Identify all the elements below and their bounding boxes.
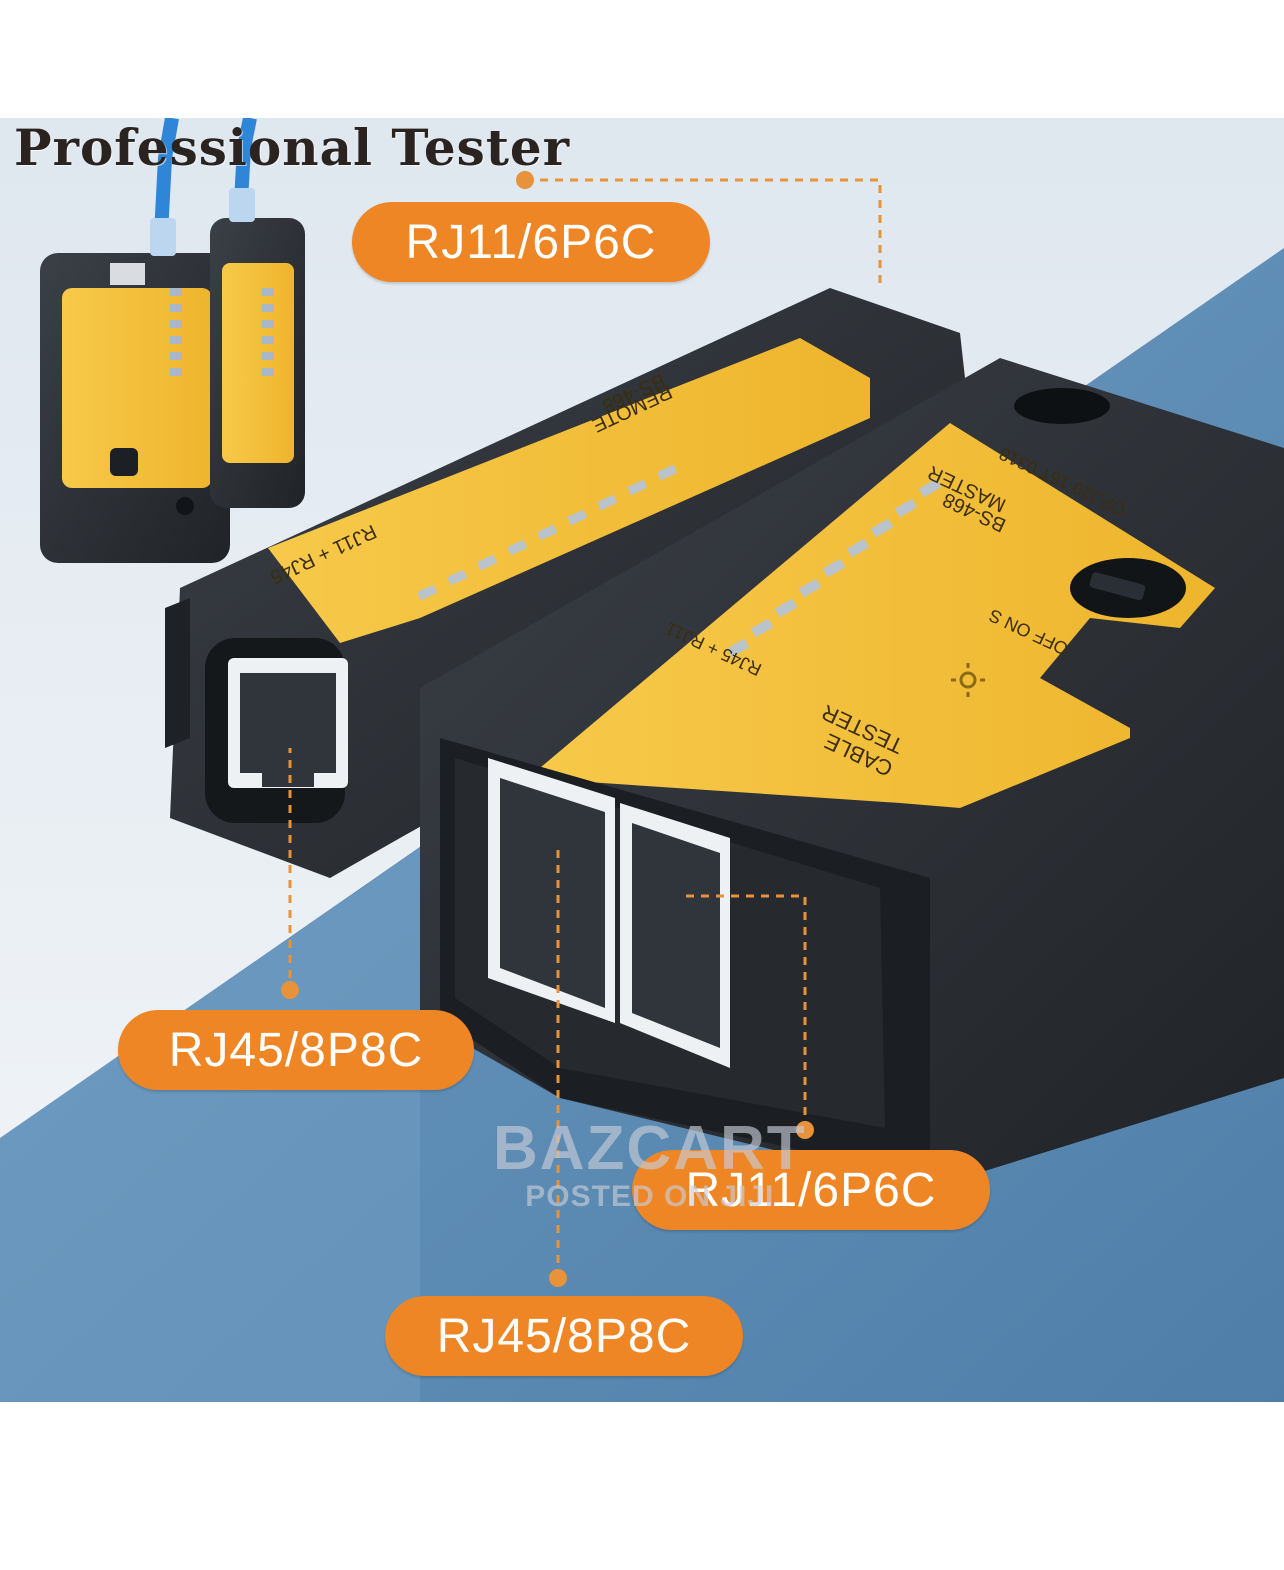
callout-lines <box>288 178 882 1278</box>
sun-icon <box>951 663 985 697</box>
watermark: BAZCART POSTED ON JIJI <box>493 1118 807 1214</box>
master-led-strip <box>726 478 942 658</box>
master-yellow-panel <box>528 423 1215 808</box>
callout-right-pill: RJ11/6P6C <box>632 1150 990 1230</box>
callout-bottom-pill: RJ45/8P8C <box>385 1296 743 1376</box>
callout-dots <box>281 171 814 1287</box>
inset-devices-photo <box>40 118 305 563</box>
callout-line-top <box>525 178 882 288</box>
brand-logo-badge <box>1014 388 1110 424</box>
callout-left-pill: RJ45/8P8C <box>118 1010 474 1090</box>
callout-line-right <box>680 894 807 1130</box>
master-unit: CABLE TESTER RJ45 + RJ11 OFF ON S BS-468… <box>420 358 1284 1188</box>
master-rj11-port <box>620 803 730 1068</box>
watermark-brand: BAZCART <box>493 1114 807 1183</box>
master-rj45-port <box>488 758 615 1023</box>
remote-led-strip <box>417 464 678 601</box>
power-switch <box>1089 572 1146 601</box>
headline-title: Professional Tester <box>14 118 571 177</box>
watermark-posted: POSTED ON JIJI <box>525 1180 775 1213</box>
callout-top-pill: RJ11/6P6C <box>352 202 710 282</box>
product-photo: RJ11 + RJ45 BS-468 REMOTE <box>0 118 1284 1402</box>
product-illustration: RJ11 + RJ45 BS-468 REMOTE <box>0 118 1284 1402</box>
